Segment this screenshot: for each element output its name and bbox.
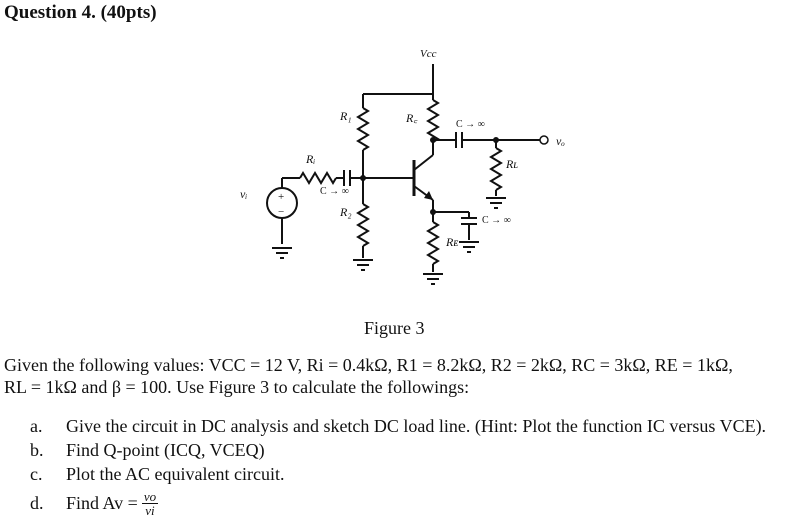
label-vi: vᵢ [240, 187, 247, 201]
question-text: Find Av = [66, 492, 138, 513]
label-r1: R₁ [339, 109, 352, 123]
emitter-arrow [424, 191, 433, 200]
r2-resistor [356, 203, 370, 247]
given-line-2: RL = 1kΩ and β = 100. Use Figure 3 to ca… [4, 377, 470, 397]
given-values: Given the following values: VCC = 12 V, … [4, 354, 786, 398]
label-rl: Rʟ [505, 157, 518, 171]
ground-ce [459, 241, 479, 253]
ground-source [272, 247, 292, 259]
label-minus: − [278, 206, 284, 218]
question-item: a. Give the circuit in DC analysis and s… [30, 414, 766, 438]
figure-caption: Figure 3 [364, 318, 425, 338]
question-text: Plot the AC equivalent circuit. [66, 463, 285, 484]
label-r2: R₂ [339, 205, 352, 219]
ground-rl [486, 197, 506, 209]
label-cap-e: C → ∞ [482, 215, 511, 226]
output-terminal [539, 135, 549, 145]
question-marker: b. [30, 439, 44, 460]
rc-resistor [426, 99, 440, 143]
r1-resistor [356, 107, 370, 151]
circuit-diagram: Vcc R₁ R꜀ Rᵢ R₂ Rᴇ Rʟ vᵢ vₒ + − C → ∞ C … [240, 48, 565, 285]
question-title: Question 4. (40pts) [4, 2, 157, 23]
question-marker: c. [30, 463, 43, 484]
re-resistor [426, 221, 440, 265]
label-plus: + [278, 191, 284, 203]
question-text: Find Q-point (ICQ, VCEQ) [66, 439, 265, 460]
label-vo: vₒ [556, 134, 565, 148]
question-item: b. Find Q-point (ICQ, VCEQ) [30, 438, 766, 462]
question-item: d. Find Av = vo vi [30, 486, 766, 520]
label-vcc: Vcc [420, 48, 437, 60]
question-item: c. Plot the AC equivalent circuit. [30, 462, 766, 486]
question-marker: d. [30, 492, 44, 513]
ground-r2 [353, 259, 373, 271]
given-line-1: Given the following values: VCC = 12 V, … [4, 355, 733, 375]
question-marker: a. [30, 415, 43, 436]
label-ri: Rᵢ [305, 152, 315, 166]
question-text: Give the circuit in DC analysis and sket… [66, 415, 767, 436]
label-re: Rᴇ [445, 235, 458, 249]
question-list: a. Give the circuit in DC analysis and s… [30, 414, 766, 520]
fraction-numerator: vo [141, 488, 159, 504]
fraction-denominator: vi [145, 502, 155, 518]
rl-resistor [489, 147, 503, 191]
ri-resistor [299, 171, 337, 185]
label-cap-in: C → ∞ [320, 186, 349, 197]
label-cap-out: C → ∞ [456, 119, 485, 130]
label-rc: R꜀ [405, 111, 418, 125]
gain-fraction: vo vi [141, 488, 159, 518]
ground-re [423, 273, 443, 285]
